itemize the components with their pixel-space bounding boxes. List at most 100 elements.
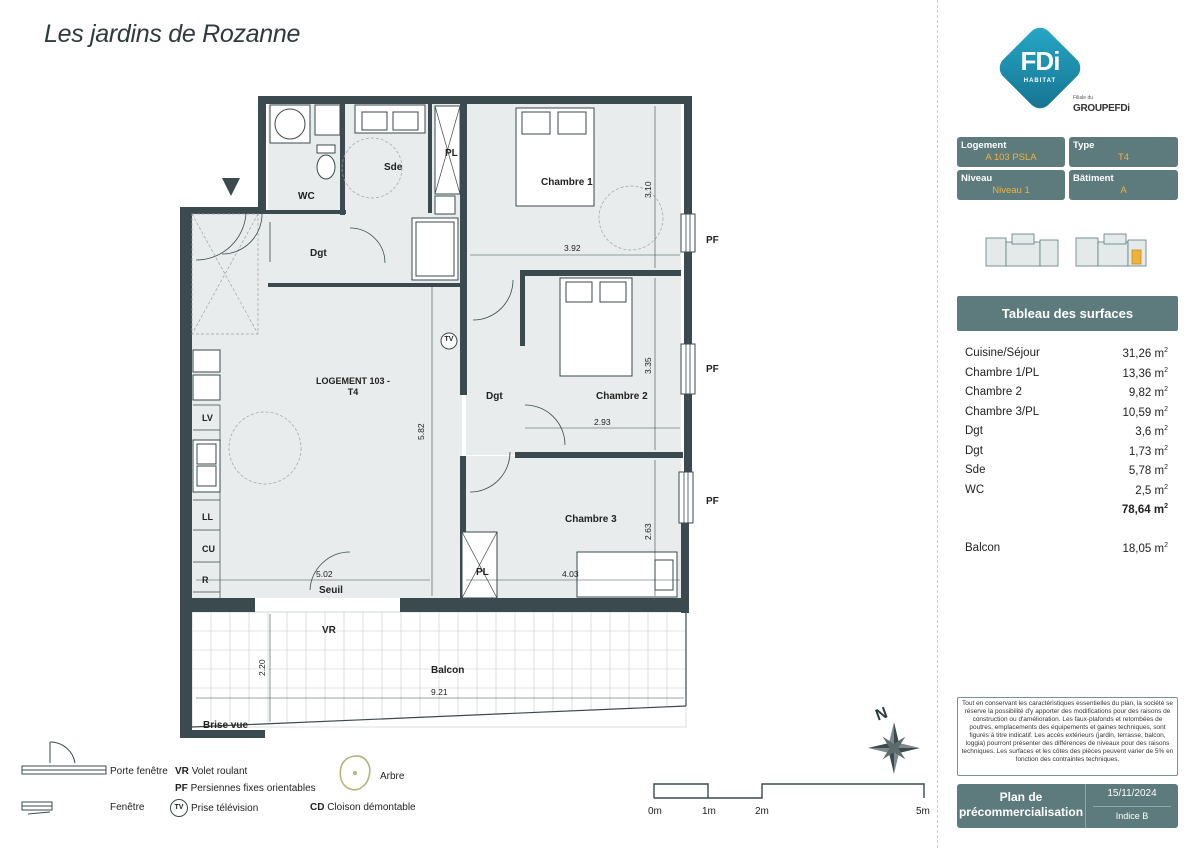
surface-row: Dgt 3,6 m2 — [965, 425, 1168, 444]
room-dgt-2: Dgt — [486, 391, 503, 402]
compass-rose-icon — [868, 722, 920, 774]
legend-fenetre: Fenêtre — [110, 802, 145, 813]
cu-label: CU — [202, 544, 215, 554]
room-pl-1: PL — [445, 148, 458, 159]
room-chambre-3: Chambre 3 — [565, 514, 617, 525]
logement-box: Logement A 103 PSLA — [957, 137, 1065, 167]
walls — [180, 96, 692, 738]
group-logo: GROUPEFDi — [1073, 103, 1130, 114]
batiment-label: Bâtiment — [1073, 173, 1114, 184]
legend-cd: CD Cloison démontable — [310, 802, 416, 813]
surface-room-value: 10,59 m2 — [1122, 405, 1168, 419]
room-dgt-1: Dgt — [310, 248, 327, 259]
dim-403: 4.03 — [562, 569, 579, 579]
footer-box: Plan de précommercialisation 15/11/2024 … — [957, 784, 1178, 828]
surface-row: Chambre 1/PL 13,36 m2 — [965, 367, 1168, 386]
room-sde: Sde — [384, 162, 403, 173]
surface-room-value: 31,26 m2 — [1122, 347, 1168, 360]
surface-total-row: 78,64 m2 — [1121, 503, 1168, 516]
surface-room-name: Sde — [965, 464, 986, 476]
niveau-label: Niveau — [961, 173, 993, 184]
logement-label: LOGEMENT 103 - T4 — [315, 376, 390, 397]
legend-pf: PF Persiennes fixes orientables — [175, 783, 316, 794]
surface-room-name: Chambre 3/PL — [965, 405, 1040, 418]
window-pf-2: PF — [706, 364, 719, 375]
vr-label: VR — [322, 625, 336, 636]
surface-room-name: WC — [965, 483, 985, 496]
surface-room-value: 5,78 m2 — [1128, 464, 1168, 477]
logo-subtext: HABITAT — [1023, 78, 1057, 84]
lv-label: LV — [202, 413, 213, 423]
dim-392: 3.92 — [564, 243, 581, 253]
room-wc: WC — [298, 191, 315, 202]
legend-vr: VR Volet roulant — [175, 766, 248, 777]
legend-arbre: Arbre — [380, 771, 405, 782]
surface-row: Sde 5,78 m2 — [965, 464, 1168, 483]
type-label: Type — [1073, 140, 1095, 151]
logement-value: A 103 PSLA — [985, 152, 1037, 163]
dim-921: 9.21 — [431, 687, 448, 697]
surface-room-value: 13,36 m2 — [1122, 366, 1168, 380]
seuil-label: Seuil — [319, 585, 343, 596]
type-value: T4 — [1117, 152, 1130, 163]
surface-room-value: 9,82 m2 — [1128, 386, 1168, 399]
room-chambre-1: Chambre 1 — [541, 177, 593, 188]
surface-room-name: Dgt — [965, 444, 983, 457]
legend-tv: TV Prise télévision — [170, 799, 258, 817]
logo-affiliation: Filiale du — [1073, 95, 1094, 101]
surface-room-name: Chambre 1/PL — [965, 366, 1040, 379]
surface-room-name: Cuisine/Séjour — [965, 347, 1040, 359]
surface-room-value: 3,6 m2 — [1135, 425, 1168, 438]
legend-porte-fenetre: Porte fenêtre — [110, 766, 168, 777]
surface-row: Chambre 3/PL 10,59 m2 — [965, 406, 1168, 425]
balcon-label: Balcon — [431, 665, 465, 676]
type-box: Type T4 — [1069, 137, 1178, 167]
fdi-logo: FDi HABITAT — [990, 18, 1090, 118]
room-pl-2: PL — [476, 567, 489, 578]
logo-text: FDi — [1020, 46, 1061, 76]
scale-2m: 2m — [755, 806, 769, 817]
surface-row: Cuisine/Séjour 31,26 m2 — [965, 347, 1168, 366]
plan-date: 15/11/2024 — [1107, 788, 1157, 799]
brise-vue-label: Brise vue — [203, 720, 249, 731]
tree-icon — [339, 755, 371, 791]
niveau-box: Niveau Niveau 1 — [957, 170, 1065, 200]
room-chambre-2: Chambre 2 — [596, 391, 648, 402]
batiment-box: Bâtiment A — [1069, 170, 1178, 200]
tv-icon: TV — [170, 799, 188, 817]
batiment-value: A — [1120, 185, 1127, 196]
key-plan-thumbnail — [985, 233, 1147, 267]
tv-socket-label: TV — [444, 336, 454, 343]
legend-symbols — [21, 741, 107, 815]
dim-310: 3.10 — [643, 181, 653, 198]
project-title: Les jardins de Rozanne — [44, 20, 301, 48]
surface-room-name: Dgt — [965, 425, 983, 437]
surface-room-value: 1,73 m2 — [1128, 444, 1168, 458]
surface-total: 78,64 — [1121, 503, 1151, 516]
balcon-row: Balcon 18,05 m2 — [965, 542, 1168, 561]
logement-label: Logement — [961, 140, 1007, 151]
surface-row: Chambre 2 9,82 m2 — [965, 386, 1168, 405]
surface-row: Dgt 1,73 m2 — [965, 445, 1168, 464]
scale-bar — [653, 783, 925, 799]
dim-293: 2.93 — [594, 417, 611, 427]
surface-row: WC 2,5 m2 — [965, 484, 1168, 503]
ll-label: LL — [202, 512, 213, 522]
r-label: R — [202, 575, 209, 585]
window-pf-1: PF — [706, 235, 719, 246]
scale-1m: 1m — [702, 806, 716, 817]
balcon-name: Balcon — [965, 542, 1001, 554]
surface-room-value: 2,5 m2 — [1135, 483, 1168, 497]
dim-582: 5.82 — [416, 423, 426, 440]
window-pf-3: PF — [706, 496, 719, 507]
plan-label: Plan de précommercialisation — [958, 790, 1084, 819]
scale-5m: 5m — [916, 806, 930, 817]
dim-502: 5.02 — [316, 569, 333, 579]
disclaimer-text: Tout en conservant les caractéristiques … — [957, 697, 1178, 776]
page-divider — [937, 0, 939, 848]
fdi-logo-mark — [999, 27, 1081, 109]
surface-room-name: Chambre 2 — [965, 386, 1022, 398]
balcon-value: 18,05 — [1122, 542, 1152, 555]
niveau-value: Niveau 1 — [992, 185, 1030, 196]
